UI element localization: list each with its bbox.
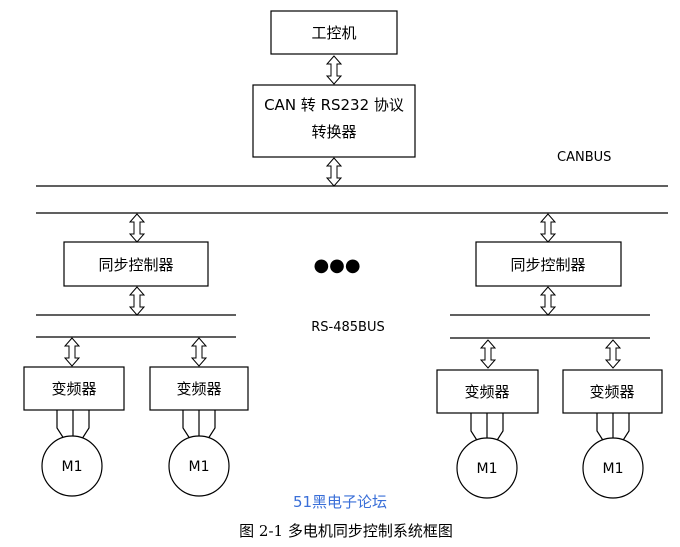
double-arrow-icon bbox=[326, 157, 342, 187]
sync-controller-right-label: 同步控制器 bbox=[510, 256, 585, 274]
sync-controller-right-box bbox=[475, 241, 622, 287]
ipc-box bbox=[270, 10, 398, 55]
double-arrow-icon bbox=[480, 339, 496, 369]
double-arrow-icon bbox=[605, 339, 621, 369]
sync-controller-left-label: 同步控制器 bbox=[98, 256, 173, 274]
double-arrow-icon bbox=[129, 286, 145, 316]
ellipsis-dots: ●●● bbox=[313, 255, 360, 276]
motor-2-label: M1 bbox=[189, 459, 210, 475]
rs485-label: RS-485BUS bbox=[311, 320, 384, 335]
wire bbox=[79, 410, 90, 443]
double-arrow-icon bbox=[540, 213, 556, 243]
ipc-label: 工控机 bbox=[311, 24, 356, 42]
motor-1-label: M1 bbox=[62, 459, 83, 475]
vfd-3-box bbox=[436, 369, 539, 414]
vfd-4-label: 变频器 bbox=[589, 383, 634, 401]
converter-label-line1: CAN 转 RS232 协议 bbox=[264, 96, 404, 114]
vfd-1-box bbox=[23, 366, 125, 411]
converter-label-line2: 转换器 bbox=[311, 123, 356, 141]
sync-controller-left-box bbox=[63, 241, 209, 287]
canbus-label: CANBUS bbox=[557, 150, 611, 165]
vfd-1-label: 变频器 bbox=[51, 380, 96, 398]
motor-1-circle bbox=[41, 435, 103, 497]
motor-4-label: M1 bbox=[603, 461, 624, 477]
double-arrow-icon bbox=[540, 286, 556, 316]
motor-3-circle bbox=[456, 437, 518, 499]
motor-4-circle bbox=[582, 437, 644, 499]
motor-2-circle bbox=[168, 435, 230, 497]
double-arrow-icon bbox=[191, 337, 207, 367]
motor-3-label: M1 bbox=[477, 461, 498, 477]
double-arrow-icon bbox=[326, 55, 342, 85]
figure-caption: 图 2-1 多电机同步控制系统框图 bbox=[239, 522, 453, 540]
vfd-3-label: 变频器 bbox=[464, 383, 509, 401]
converter-box bbox=[252, 84, 416, 158]
watermark-text: 51黑电子论坛 bbox=[293, 493, 387, 511]
vfd-4-box bbox=[562, 369, 663, 414]
double-arrow-icon bbox=[64, 337, 80, 367]
double-arrow-icon bbox=[129, 213, 145, 243]
vfd-2-label: 变频器 bbox=[176, 380, 221, 398]
vfd-2-box bbox=[149, 366, 249, 411]
